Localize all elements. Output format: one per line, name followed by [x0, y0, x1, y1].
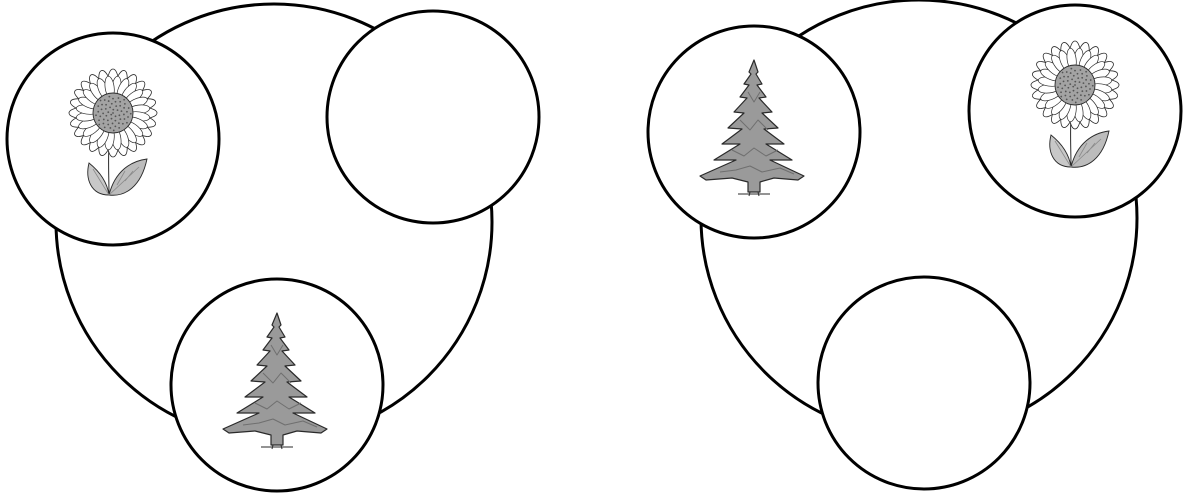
slot-top-right-sunflower [969, 5, 1181, 217]
slot-top-right-empty[interactable] [327, 11, 539, 223]
slot-top-left-sunflower [7, 33, 219, 245]
slot-bottom-pine-tree [171, 279, 383, 491]
slot-top-left-pine-tree [648, 26, 860, 238]
slot-bottom-empty[interactable] [818, 277, 1030, 489]
right-diagram [648, 0, 1181, 489]
left-diagram [7, 4, 539, 491]
